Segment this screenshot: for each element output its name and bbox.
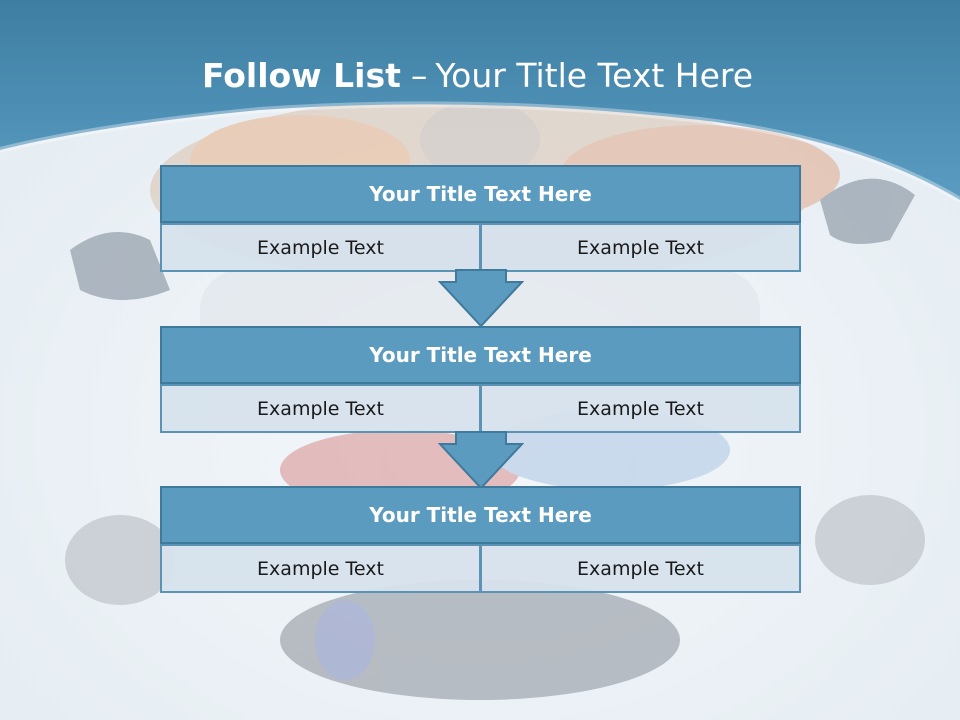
down-arrow-icon <box>438 269 524 328</box>
title-bold: Follow List <box>202 56 401 95</box>
step-block-2: Your Title Text Here Example Text Exampl… <box>160 326 801 433</box>
step-block-3: Your Title Text Here Example Text Exampl… <box>160 486 801 593</box>
step-title: Your Title Text Here <box>160 486 801 544</box>
title-separator: – <box>410 56 428 95</box>
step-block-1: Your Title Text Here Example Text Exampl… <box>160 165 801 272</box>
down-arrow-icon <box>438 431 524 490</box>
title-rest: Your Title Text Here <box>435 56 754 95</box>
step-cell-left: Example Text <box>160 384 481 433</box>
step-cell-left: Example Text <box>160 544 481 593</box>
step-cell-right: Example Text <box>480 544 801 593</box>
slide-title: Follow List–Your Title Text Here <box>202 56 753 95</box>
step-title: Your Title Text Here <box>160 326 801 384</box>
step-cell-right: Example Text <box>480 223 801 272</box>
step-cell-left: Example Text <box>160 223 481 272</box>
step-title: Your Title Text Here <box>160 165 801 223</box>
step-cell-right: Example Text <box>480 384 801 433</box>
